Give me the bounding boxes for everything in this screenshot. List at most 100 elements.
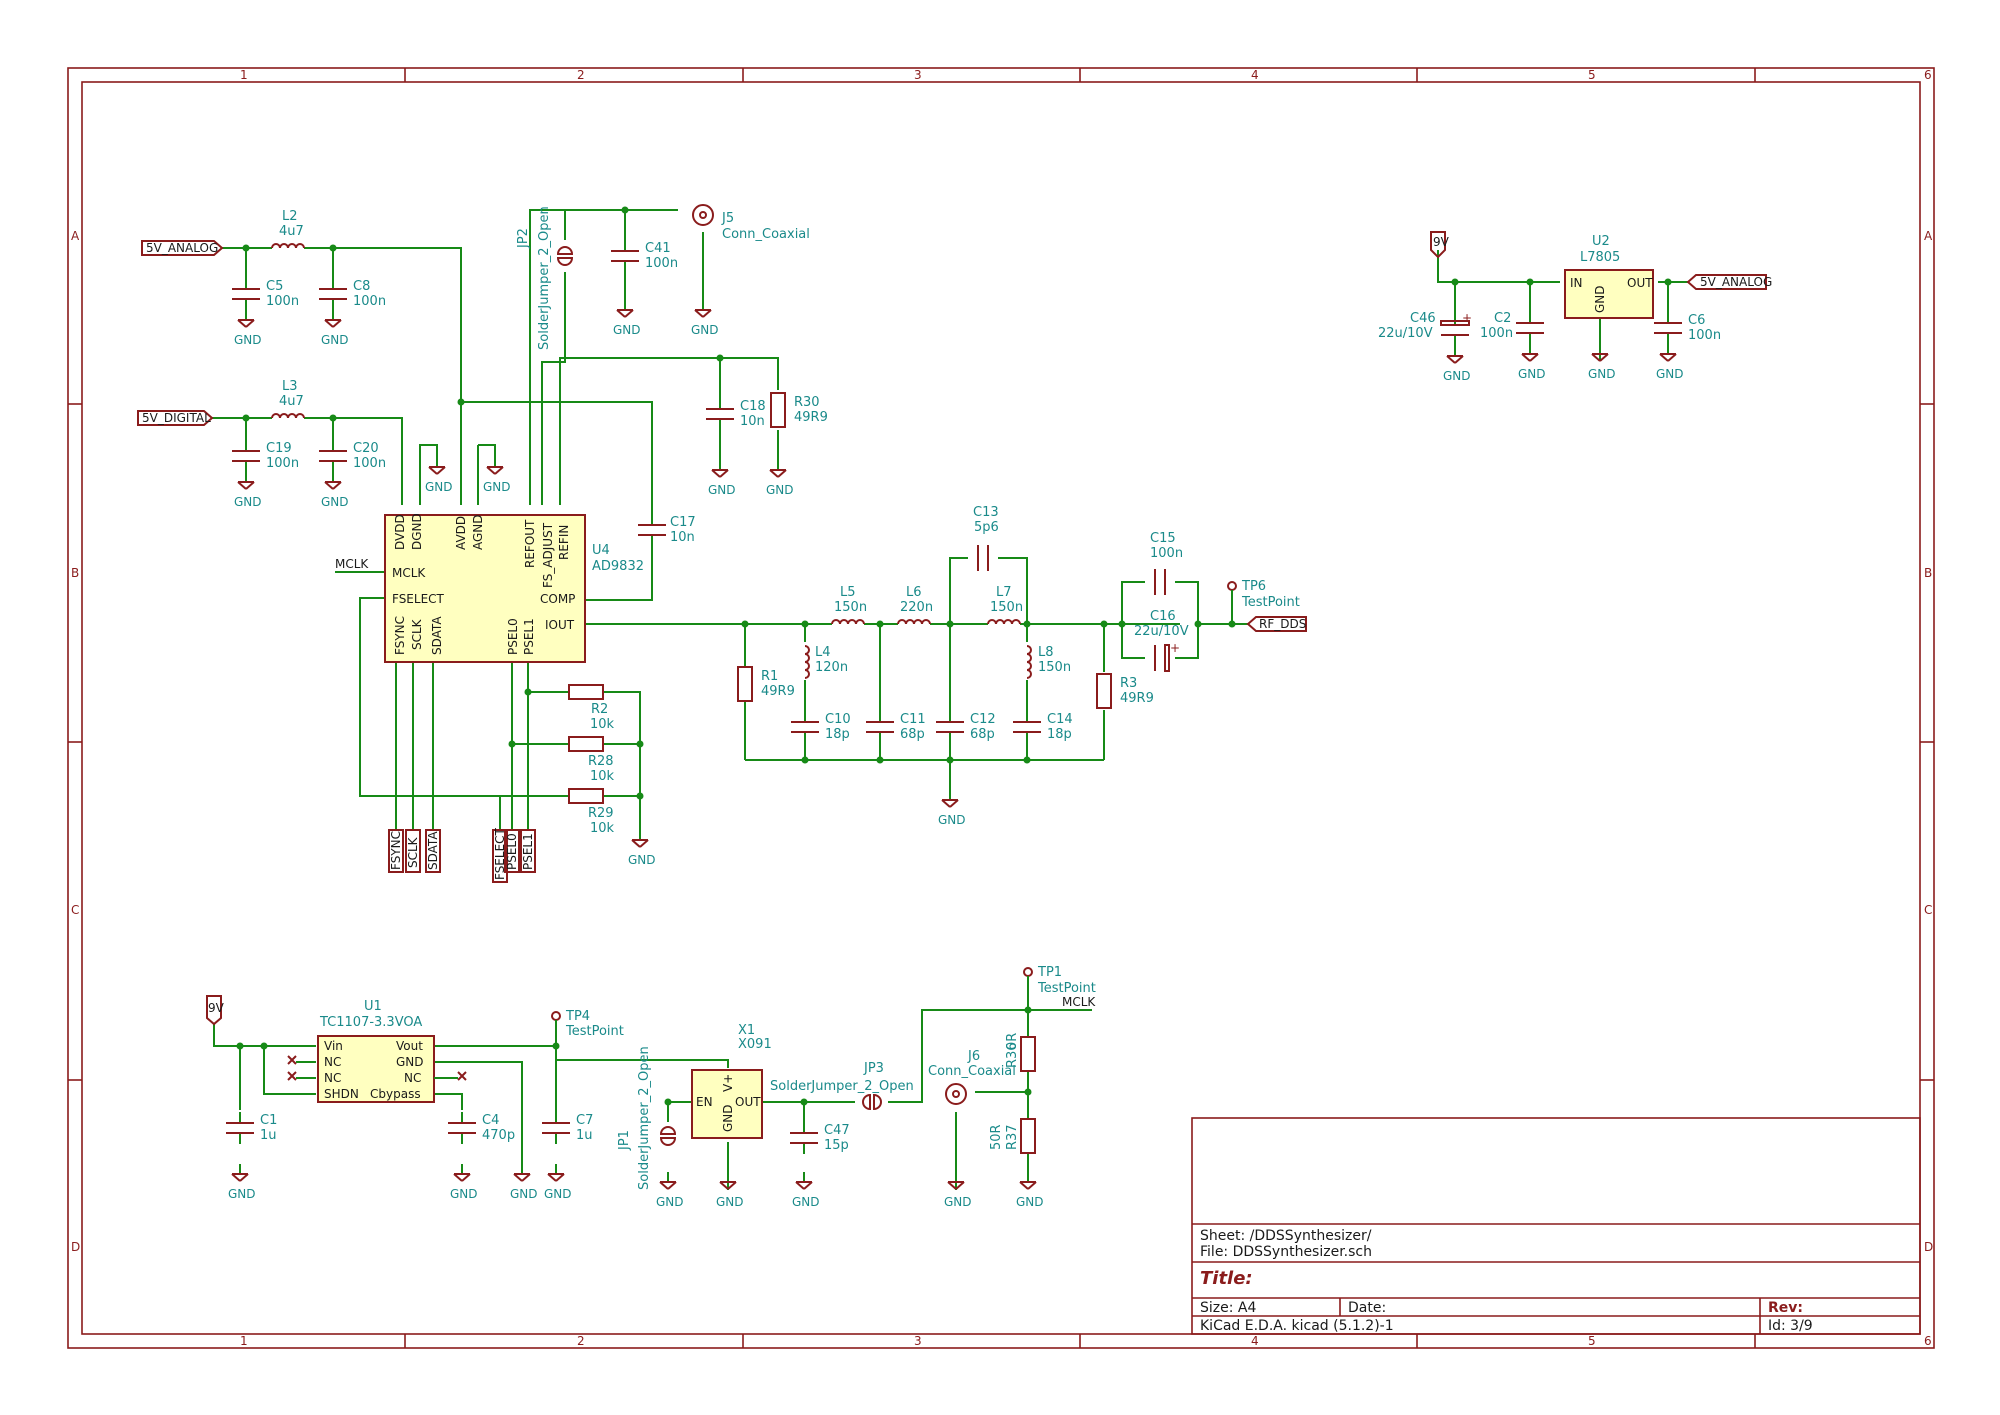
gnd-label: GND [544,1187,572,1201]
c46-value: 22u/10V [1378,326,1433,341]
c6-value: 100n [1688,328,1721,343]
gnd-label: GND [1656,367,1684,381]
r3-value: 49R9 [1120,691,1154,706]
u4-pin-agnd: AGND [471,514,485,550]
jp3-value: SolderJumper_2_Open [770,1079,914,1094]
gnd-label: GND [228,1187,256,1201]
l7-inductor [987,619,1021,625]
c2-ref: C2 [1494,311,1511,326]
j5-ref: J5 [721,211,734,226]
u4-pin-refout: REFOUT [523,519,537,568]
c47-value: 15p [824,1138,849,1153]
r29-ref: R29 [588,806,614,821]
u2-l7805: IN OUT GND U2 L7805 [1564,234,1654,319]
l7-ref: L7 [996,585,1012,600]
zone-col-1: 1 [240,68,248,82]
zone-col-3-bottom: 3 [914,1334,922,1348]
tp6-testpoint [1227,581,1237,606]
zone-row-b: B [71,566,79,580]
u4-pin-iout: IOUT [545,618,575,632]
l2-ref: L2 [282,209,298,224]
jp3-solder-jumper [862,1093,882,1111]
net-label-sdata-text: SDATA [426,831,440,870]
tb-rev: Rev: [1768,1300,1803,1316]
u1-pin-vin: Vin [324,1039,343,1053]
net-label-5v-analog-u2-text: 5V_ANALOG [1700,275,1772,289]
l6-value: 220n [900,600,933,615]
c19-ref: C19 [266,441,292,456]
c20-ref: C20 [353,441,379,456]
u1-tc1107: Vin NC NC SHDN Vout GND NC Cbypass U1 TC… [287,999,467,1103]
u4-agnd-gnd: GND [483,457,511,494]
zone-col-4-bottom: 4 [1251,1334,1259,1348]
gnd-label: GND [1518,367,1546,381]
gnd-label: GND [234,333,262,347]
c14-ref: C14 [1047,712,1073,727]
c11-ref: C11 [900,712,926,727]
u4-pin-refin: REFIN [557,525,571,560]
u1-pin-vout: Vout [396,1039,423,1053]
r36-resistor [1020,1036,1036,1072]
u2-gnd: GND [1588,344,1616,381]
tb-tool: KiCad E.D.A. kicad (5.1.2)-1 [1200,1318,1394,1334]
u4-ref: U4 [592,543,610,558]
c5-value: 100n [266,294,299,309]
u4-pin-fs-adjust: FS_ADJUST [541,522,555,588]
r2-value: 10k [590,717,615,732]
j6-gnd: GND [944,1172,972,1209]
l5-value: 150n [834,600,867,615]
l6-inductor [897,619,931,625]
c19-gnd: GND [234,472,262,509]
zone-labels: 1 2 3 4 5 6 1 2 3 4 5 6 A B C D A B C D [71,68,1933,1348]
c4-gnd: GND [450,1164,478,1201]
r30-value: 49R9 [794,410,828,425]
l8-inductor [1026,645,1032,679]
x1-ref: X1 [738,1023,755,1038]
u2-pin-out: OUT [1627,276,1653,290]
u1-pin-nc-6: NC [324,1071,341,1085]
u4-pin-psel0: PSEL0 [506,618,520,655]
r37-ref: R37 [1005,1124,1020,1150]
zone-row-a-right: A [1924,229,1933,243]
net-label-5v-digital: 5V_DIGITAL [137,410,214,426]
tb-title: Title: [1200,1268,1253,1289]
u4-ad9832: DVDD DGND AVDD AGND REFOUT FS_ADJUST REF… [384,513,644,663]
zone-row-d: D [71,1240,80,1254]
c41-value: 100n [645,256,678,271]
c18-value: 10n [740,414,765,429]
c7-gnd: GND [544,1164,572,1201]
zone-row-a: A [71,229,80,243]
jp1-ref: JP1 [617,1130,632,1151]
zone-row-c: C [71,903,79,917]
zone-row-b-right: B [1924,566,1932,580]
jp1-value: SolderJumper_2_Open [637,1046,652,1190]
c20-value: 100n [353,456,386,471]
c7-value: 1u [576,1128,593,1143]
r37-gnd: GND [1016,1172,1044,1209]
c5-ref: C5 [266,279,283,294]
l4-value: 120n [815,660,848,675]
c17-value: 10n [670,530,695,545]
net-label-fselect: FSELECT [492,827,508,883]
x1-gnd: GND [716,1172,744,1209]
c14-value: 18p [1047,727,1072,742]
c47-gnd: GND [792,1172,820,1209]
parts-layer: L24u7L34u7C5100nGNDC8100nGNDC19100nGNDC2… [226,204,1721,1209]
junctions [236,206,1672,1106]
c11-value: 68p [900,727,925,742]
r28-resistor [568,736,604,752]
l3-value: 4u7 [279,394,304,409]
r28-ref: R28 [588,754,614,769]
j5-coax-connector [692,204,714,226]
tb-file: File: DDSSynthesizer.sch [1200,1244,1372,1260]
r3-ref: R3 [1120,676,1137,691]
gnd-label: GND [1016,1195,1044,1209]
c46-ref: C46 [1410,311,1436,326]
